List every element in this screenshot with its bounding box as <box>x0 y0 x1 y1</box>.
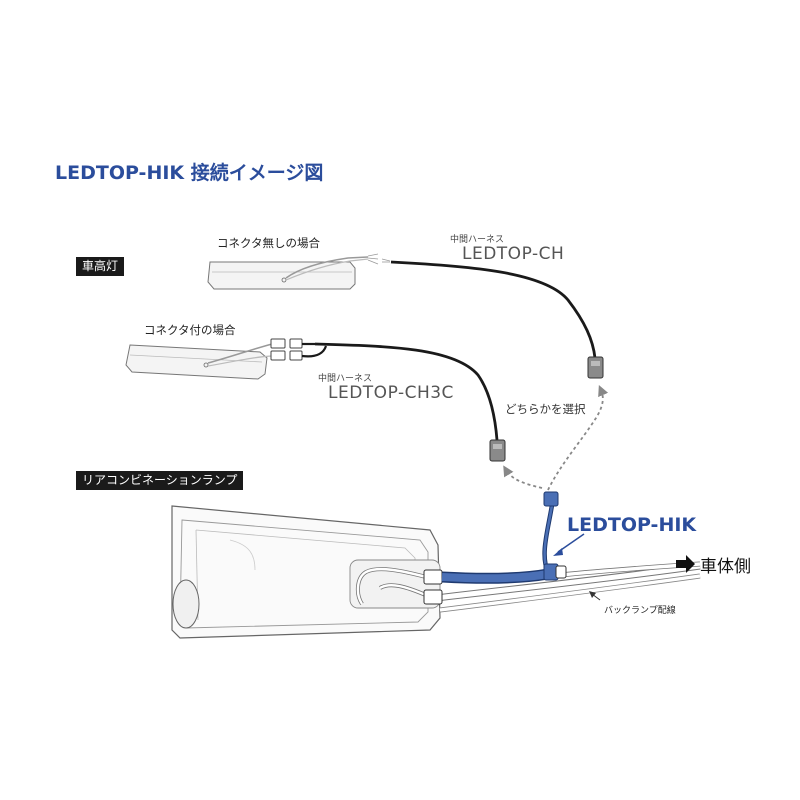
label-backup-lamp-wiring: バックランプ配線 <box>604 606 676 616</box>
label-choose-one: どちらかを選択 <box>505 402 586 416</box>
selection-arrows <box>503 385 609 491</box>
harness-ch-caption: 中間ハーネス <box>450 235 505 245</box>
label-vehicle-side: 車体側 <box>700 557 751 577</box>
harness-ch3c-wire <box>301 342 506 462</box>
vehicle-height-lamp-no-connector <box>207 253 379 290</box>
lamp-internal-wiring <box>355 567 431 606</box>
product-model-label: LEDTOP-HIK <box>567 514 697 536</box>
label-with-connector: コネクタ付の場合 <box>144 323 236 337</box>
harness-ch-model: LEDTOP-CH <box>462 244 565 264</box>
vehicle-height-lamp-with-connector <box>125 338 303 380</box>
lamp-connectors <box>423 569 443 605</box>
arrow-right-icon <box>676 555 695 573</box>
ledtop-hik-harness <box>441 491 585 584</box>
section-tag-vehicle-height-lamp: 車高灯 <box>76 257 125 276</box>
harness-ch3c-model: LEDTOP-CH3C <box>328 383 454 403</box>
harness-ch3c-caption: 中間ハーネス <box>318 374 373 384</box>
label-no-connector: コネクタ無しの場合 <box>217 236 321 250</box>
section-tag-rear-combination-lamp: リアコンビネーションランプ <box>76 471 244 490</box>
page-title: LEDTOP-HIK 接続イメージ図 <box>55 162 324 184</box>
harness-ch-wire <box>381 258 604 379</box>
rear-combination-lamp <box>171 505 441 639</box>
